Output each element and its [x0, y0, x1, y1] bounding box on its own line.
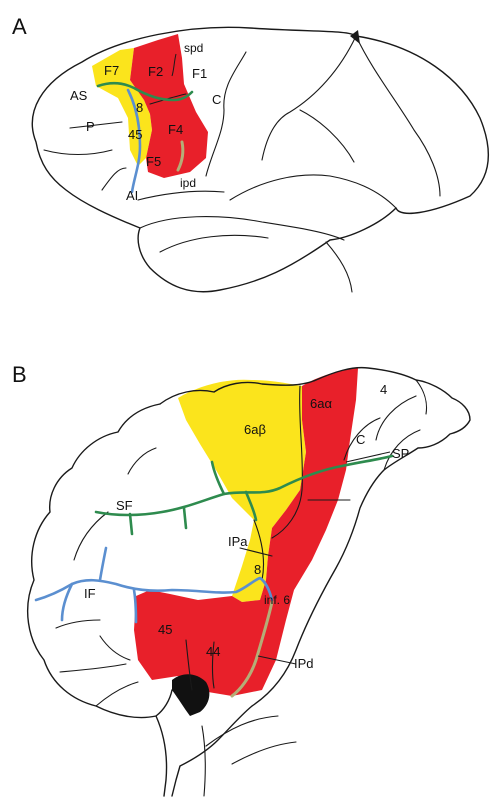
panel-a-sulcus-lower-frontal: [102, 168, 126, 190]
panel-a-label-as: AS: [70, 88, 88, 103]
panel-b-label-c: C: [356, 432, 365, 447]
panel-a-label-f4: F4: [168, 122, 183, 137]
panel-a-label-f1: F1: [192, 66, 207, 81]
panel-b-label-44: 44: [206, 644, 220, 659]
panel-b-label-inf6: inf. 6: [264, 593, 290, 607]
panel-a-letter: A: [12, 14, 27, 39]
panel-a-temporal-edge: [140, 217, 344, 240]
panel-b-frontal-sulcus-1: [74, 512, 108, 560]
panel-a-sulcus-intraparietal: [300, 110, 354, 162]
panel-a-sulcus-lunate: [356, 36, 440, 196]
panel-b-frontal-sulcus-2: [128, 448, 156, 474]
panel-b-label-ipd: IPd: [294, 656, 314, 671]
panel-a-sulcus-temporal: [160, 235, 268, 252]
panel-a-vertex-mark: [350, 30, 360, 44]
panel-a-label-c: C: [212, 92, 221, 107]
panel-b-label-if: IF: [84, 586, 96, 601]
panel-b-label-4: 4: [380, 382, 387, 397]
panel-a-sulcus-frontal: [44, 150, 112, 155]
panel-b-orbital-sulcus: [100, 636, 130, 660]
panel-b-if-branch-3: [134, 590, 136, 622]
panel-b-sf-branch-2: [184, 508, 186, 528]
panel-a-label-f7: F7: [104, 63, 119, 78]
panel-b-label-45: 45: [158, 622, 172, 637]
panel-a-sulcus-central: [206, 52, 246, 176]
panel-a-label-8: 8: [136, 100, 143, 115]
panel-a-label-p: P: [86, 119, 95, 134]
panel-b-sf-branch-1: [130, 514, 132, 534]
panel-b-label-ipa: IPa: [228, 534, 248, 549]
panel-b-temporal-pole: [156, 716, 167, 796]
panel-b-label-6aa: 6aα: [310, 396, 332, 411]
panel-a-label-45: 45: [128, 127, 142, 142]
panel-a-label-ipd: ipd: [180, 176, 196, 190]
panel-a-label-spd: spd: [184, 41, 203, 55]
panel-b-label-sf: SF: [116, 498, 133, 513]
panel-b-if-branch-2: [100, 548, 106, 580]
panel-b-frontal-sulcus-3: [56, 620, 100, 628]
panel-b-frontal-sulcus-5: [96, 682, 138, 706]
panel-b-label-8: 8: [254, 562, 261, 577]
panel-a-brainstem-edge: [326, 242, 352, 292]
panel-a-label-f5: F5: [146, 154, 161, 169]
panel-a-sulcus-lateral: [138, 191, 224, 200]
panel-b-fold-2: [376, 396, 416, 440]
panel-b-label-6ab: 6aβ: [244, 422, 266, 437]
panel-a: A F7 F2 spd F1: [12, 14, 488, 292]
panel-a-sulcus-parietal: [262, 36, 356, 160]
panel-b: B: [12, 362, 470, 796]
panel-b-frontal-sulcus-4: [60, 664, 126, 672]
panel-b-brainstem-line: [202, 726, 205, 796]
panel-b-letter: B: [12, 362, 27, 387]
panel-b-label-sp: SP: [392, 446, 409, 461]
panel-a-sulcus-principal: [70, 122, 122, 128]
panel-a-label-f2: F2: [148, 64, 163, 79]
panel-b-temporal-sulcus-2: [232, 742, 296, 764]
panel-a-sulcus-sts: [230, 175, 396, 208]
panel-a-label-ai: AI: [126, 188, 138, 203]
panel-b-fold-4: [416, 380, 427, 414]
